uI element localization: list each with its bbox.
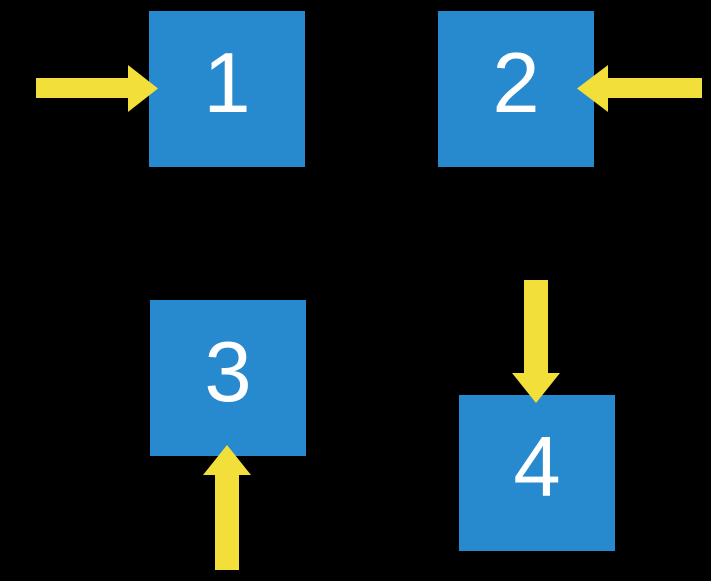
square-2: 2 <box>438 11 594 167</box>
square-3: 3 <box>150 300 306 456</box>
square-1: 1 <box>149 11 305 167</box>
square-1-label: 1 <box>203 35 251 131</box>
square-2-label: 2 <box>492 35 540 131</box>
up-arrow-icon <box>203 445 251 570</box>
square-4-label: 4 <box>513 419 561 515</box>
square-3-label: 3 <box>204 324 252 420</box>
right-arrow-icon <box>36 65 158 112</box>
down-arrow-icon <box>512 280 560 403</box>
left-arrow-icon <box>577 65 702 112</box>
square-4: 4 <box>459 395 615 551</box>
